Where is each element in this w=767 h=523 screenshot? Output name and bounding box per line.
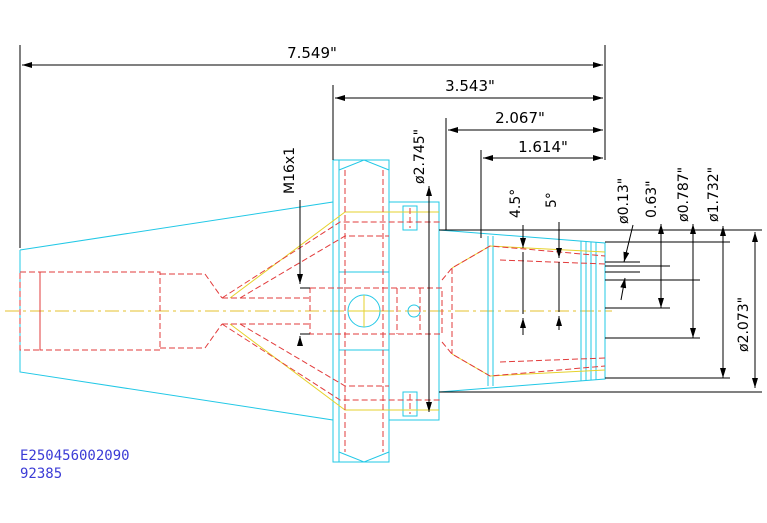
part-code-line2: 92385 <box>20 466 62 482</box>
dim-label-dia-0787: ø0.787" <box>676 167 692 222</box>
dim-label-3543: 3.543" <box>445 77 495 95</box>
dim-length-2067: 2.067" <box>445 109 603 230</box>
holder-outline <box>19 159 606 463</box>
dim-thread: M16x1 <box>282 147 310 346</box>
dim-label-1614: 1.614" <box>518 138 568 156</box>
dim-label-dia-2745: ø2.745" <box>412 129 428 184</box>
dim-label-overall: 7.549" <box>287 44 337 62</box>
dim-angle-5: 5° <box>544 192 562 330</box>
dim-label-2067: 2.067" <box>495 109 545 127</box>
dim-angle-45: 4.5° <box>508 189 526 335</box>
dim-dia-1732: ø1.732" <box>605 167 730 379</box>
dim-length-1614: 1.614" <box>480 138 603 238</box>
dim-label-dia-2073: ø2.073" <box>736 297 752 352</box>
dim-dia-013: ø0.13" <box>605 178 640 301</box>
dim-label-thread: M16x1 <box>282 147 298 194</box>
hidden-lines <box>19 170 606 452</box>
dim-overall-length: 7.549" <box>19 44 606 248</box>
dim-label-angle-5: 5° <box>544 192 560 208</box>
dim-dia-2745: ø2.745" <box>412 129 432 412</box>
dim-label-angle-45: 4.5° <box>508 189 524 218</box>
dim-label-dia-1732: ø1.732" <box>706 167 722 222</box>
dim-dia-2073: ø2.073" <box>439 229 762 393</box>
dim-length-3543: 3.543" <box>332 77 603 160</box>
dim-label-dia-013: ø0.13" <box>616 178 632 224</box>
dim-dia-0787: ø0.787" <box>605 167 700 339</box>
dim-063: 0.63" <box>605 180 670 309</box>
dim-label-063: 0.63" <box>644 180 660 218</box>
part-code-line1: E250456002090 <box>20 448 130 464</box>
